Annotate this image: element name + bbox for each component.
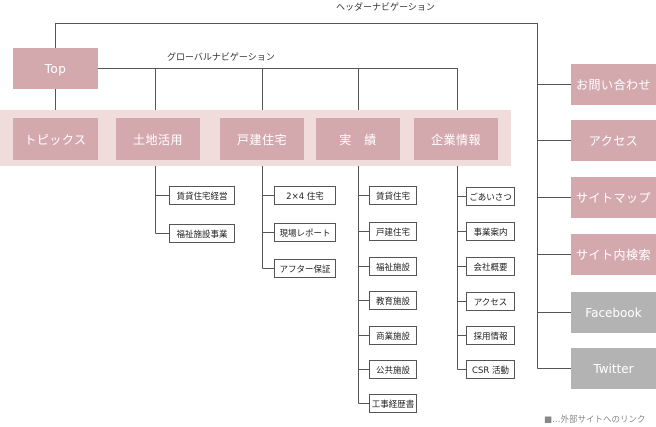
header-nav-label: ヘッダーナビゲーション (336, 3, 435, 13)
external-link-twitter[interactable]: Twitter (571, 348, 656, 389)
company-item[interactable]: アクセス (466, 292, 515, 311)
global-nav-company[interactable]: 企業情報 (414, 118, 498, 160)
house-item[interactable]: 現場レポート (274, 223, 336, 242)
global-nav-label: グローバルナビゲーション (167, 53, 275, 63)
house-item[interactable]: アフター保証 (274, 259, 336, 278)
external-link-facebook[interactable]: Facebook (571, 292, 656, 333)
house-item[interactable]: 2×4 住宅 (274, 186, 336, 205)
legend-external-link: ■…外部サイトへのリンク (544, 415, 646, 425)
company-item[interactable]: 採用情報 (466, 326, 515, 345)
global-nav-topics[interactable]: トピックス (13, 118, 98, 160)
results-item[interactable]: 戸建住宅 (369, 222, 417, 241)
top-node[interactable]: Top (13, 48, 98, 89)
land-use-item[interactable]: 福祉施設事業 (169, 224, 235, 243)
header-nav-access[interactable]: アクセス (571, 120, 656, 161)
results-item[interactable]: 福祉施設 (369, 257, 417, 276)
header-nav-contact[interactable]: お問い合わせ (571, 64, 656, 105)
company-item[interactable]: ごあいさつ (466, 187, 515, 206)
company-item[interactable]: 事業案内 (466, 222, 515, 241)
company-item[interactable]: 会社概要 (466, 257, 515, 276)
global-nav-house[interactable]: 戸建住宅 (220, 118, 304, 160)
results-item[interactable]: 公共施設 (369, 360, 417, 379)
header-nav-sitemap[interactable]: サイトマップ (571, 177, 656, 218)
company-item[interactable]: CSR 活動 (466, 360, 515, 379)
results-item[interactable]: 教育施設 (369, 291, 417, 310)
results-item[interactable]: 商業施設 (369, 326, 417, 345)
header-nav-site-search[interactable]: サイト内検索 (571, 234, 656, 275)
global-nav-land-use[interactable]: 土地活用 (116, 118, 200, 160)
results-item[interactable]: 賃貸住宅 (369, 186, 417, 205)
land-use-item[interactable]: 賃貸住宅経営 (169, 186, 235, 205)
global-nav-results[interactable]: 実 績 (316, 118, 400, 160)
results-item[interactable]: 工事経歴書 (369, 394, 417, 413)
